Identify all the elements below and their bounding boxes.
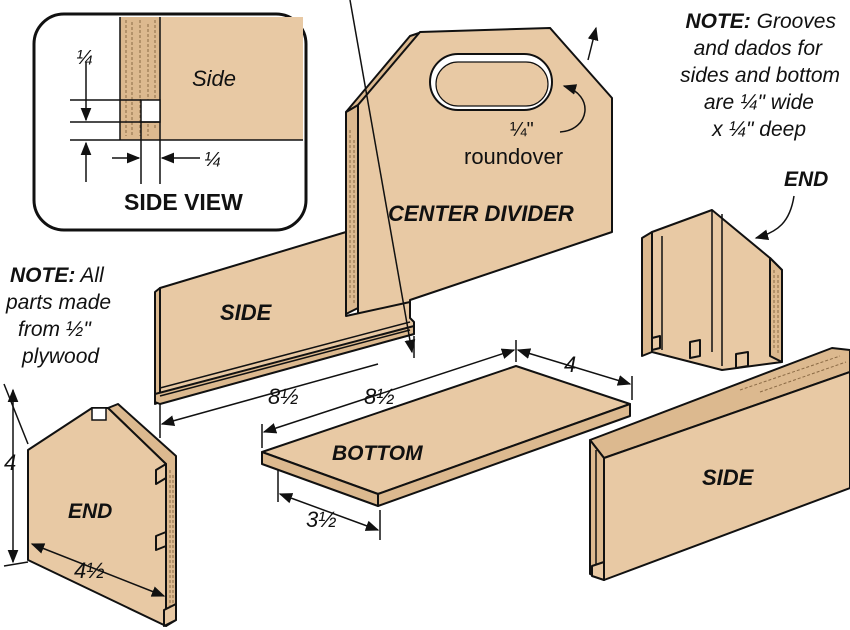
end-part-right: [641, 209, 783, 371]
roundover-text: roundover: [464, 144, 563, 169]
inset-dim-vertical: ¼: [76, 47, 93, 69]
svg-text:NOTE: Grooves: NOTE: Grooves: [685, 10, 836, 33]
note-grooves: NOTE: Grooves and dados for sides and bo…: [680, 10, 840, 141]
note-plywood-line1: All: [78, 264, 105, 287]
note-grooves-line5: x ¼" deep: [711, 118, 806, 141]
side-left-label: SIDE: [220, 300, 273, 325]
dim-bottom-width-top: 4: [564, 352, 576, 377]
end-left-label: END: [68, 500, 112, 523]
roundover-dim: ¼": [510, 119, 534, 141]
inset-dim-horizontal: ¼: [204, 149, 221, 171]
dim-end-width: 4½: [74, 558, 105, 583]
dim-bottom-width-front: 3½: [306, 507, 337, 532]
center-divider-label: CENTER DIVIDER: [388, 201, 574, 226]
side-right-label: SIDE: [702, 465, 755, 490]
dim-end-height: 4: [4, 450, 16, 475]
note-plywood-line4: plywood: [21, 345, 100, 368]
svg-text:NOTE: All: NOTE: All: [10, 264, 105, 287]
note-plywood-line3: from ½": [18, 318, 92, 341]
note-grooves-line1: Grooves: [757, 10, 837, 33]
dim-bottom-length: 8½: [364, 384, 395, 409]
side-part-right: [589, 347, 850, 581]
dim-side-length: 8½: [268, 384, 299, 409]
note-grooves-lead: NOTE:: [685, 10, 750, 33]
note-plywood: NOTE: All parts made from ½" plywood: [5, 264, 111, 368]
bottom-label: BOTTOM: [332, 442, 423, 465]
center-divider-part: [345, 27, 613, 315]
side-view-inset: [32, 12, 308, 232]
note-grooves-line2: and dados for: [694, 37, 823, 60]
inset-title: SIDE VIEW: [124, 189, 243, 215]
inset-part-label: Side: [192, 66, 236, 91]
note-grooves-line4: are ¼" wide: [704, 91, 814, 114]
note-plywood-line2: parts made: [5, 291, 111, 314]
bottom-part: [261, 365, 631, 507]
note-grooves-line3: sides and bottom: [680, 64, 840, 87]
note-plywood-lead: NOTE:: [10, 264, 75, 287]
end-right-label: END: [784, 168, 828, 191]
